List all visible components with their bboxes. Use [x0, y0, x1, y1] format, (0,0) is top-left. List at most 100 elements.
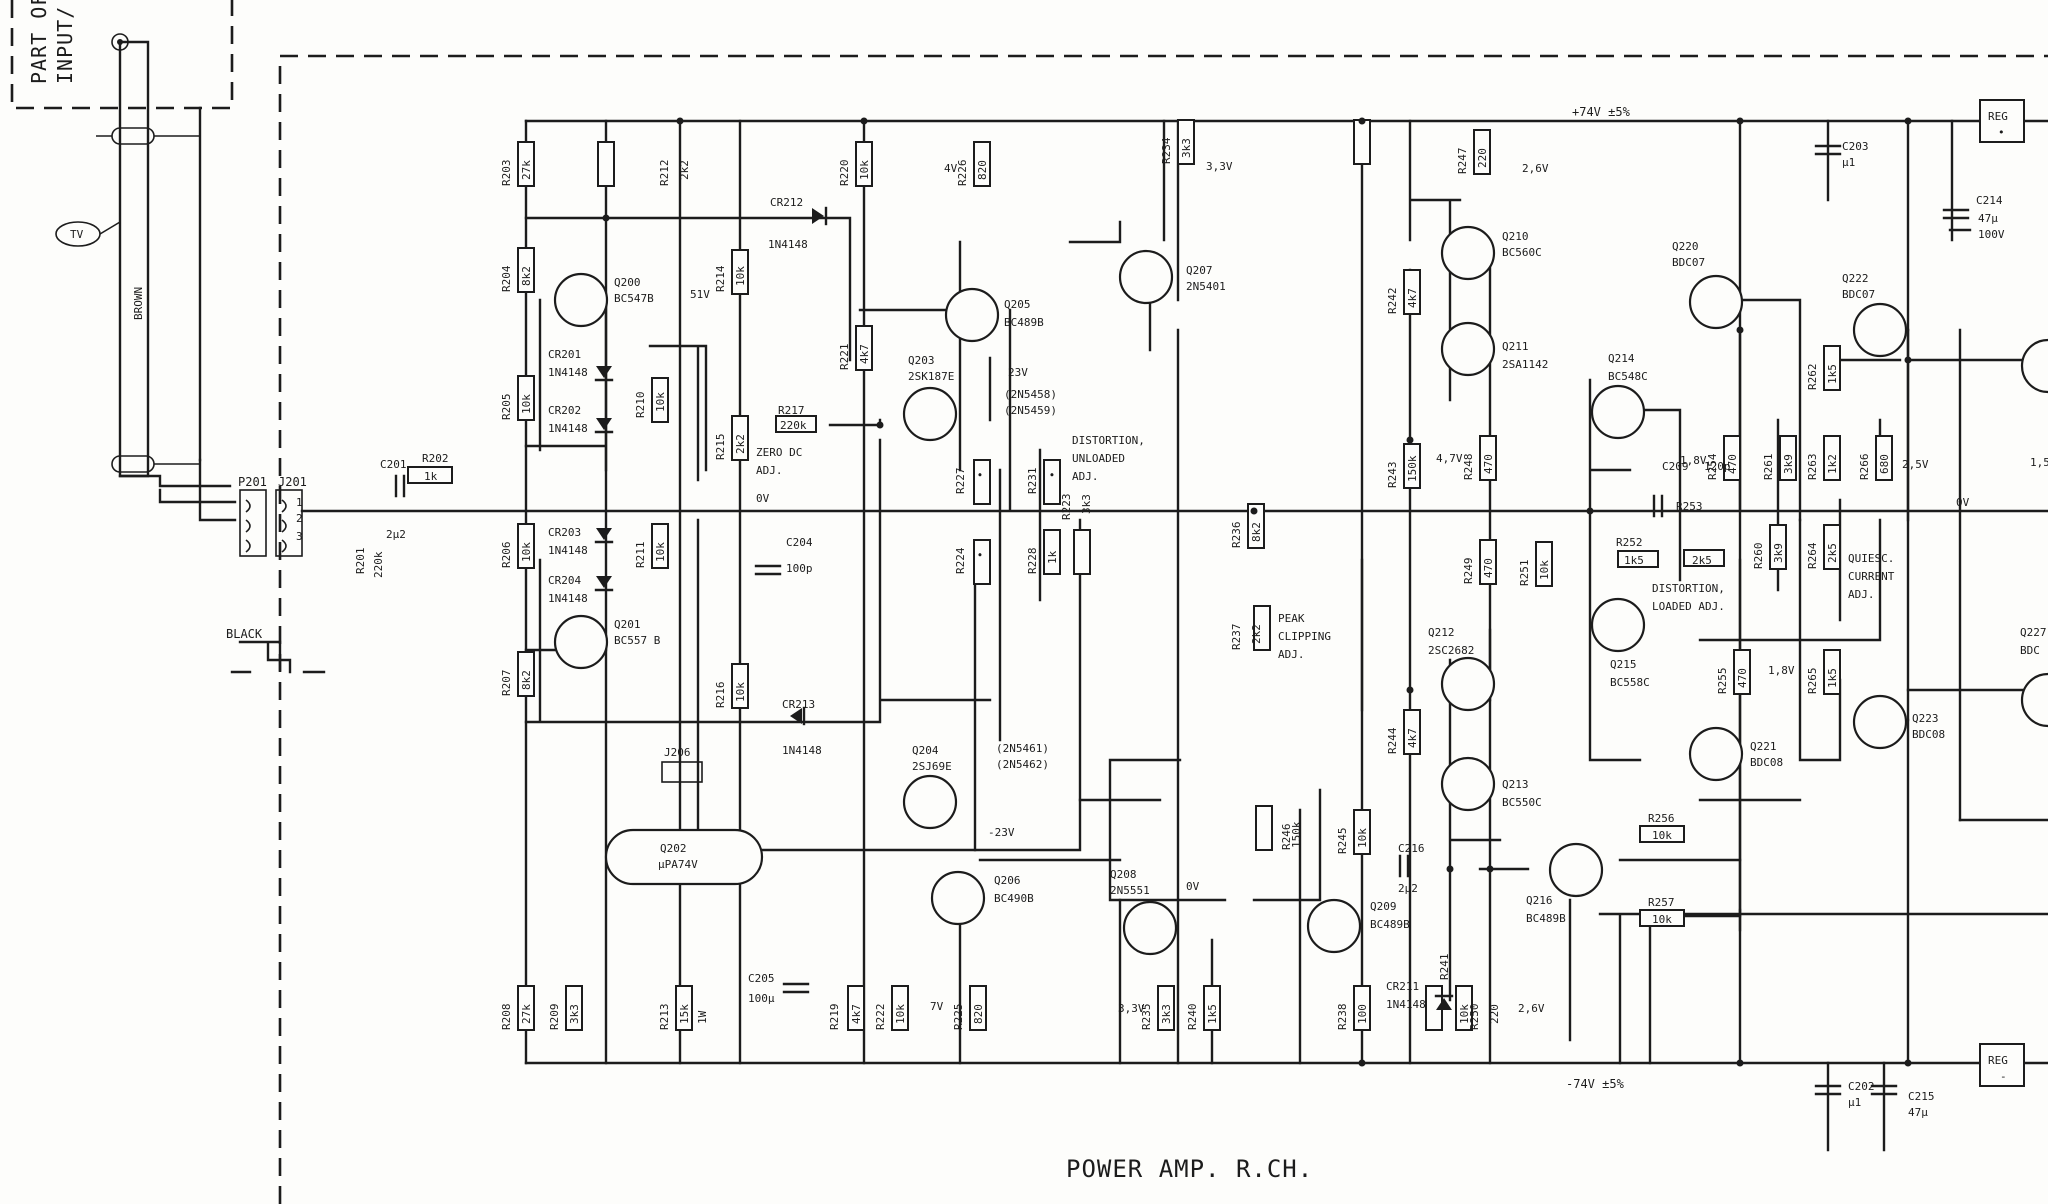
svg-text:R240: R240: [1186, 1004, 1199, 1031]
svg-text:R264: R264: [1806, 542, 1819, 569]
svg-text:Q221: Q221: [1750, 740, 1777, 753]
svg-text:10k: 10k: [858, 160, 871, 180]
svg-text:DISTORTION,: DISTORTION,: [1652, 582, 1725, 595]
svg-text:CR213: CR213: [782, 698, 815, 711]
svg-text:10k: 10k: [1652, 913, 1672, 926]
reg-negative: REG-: [1979, 1043, 2025, 1087]
svg-text:TV: TV: [70, 228, 84, 241]
svg-text:R210: R210: [634, 392, 647, 419]
svg-text:Q212: Q212: [1428, 626, 1455, 639]
svg-text:R256: R256: [1648, 812, 1675, 825]
svg-text:R246: R246: [1280, 824, 1293, 851]
svg-text:820: 820: [972, 1004, 985, 1024]
svg-text:R255: R255: [1716, 668, 1729, 695]
svg-text:C204: C204: [786, 536, 813, 549]
svg-text:100µ: 100µ: [748, 992, 775, 1005]
resistor-labels: R203 27k R204 8k2 R205 10k R206 10k R207…: [354, 137, 1891, 1030]
svg-text:150k: 150k: [1290, 821, 1303, 848]
pin-1-label: 1: [296, 496, 303, 509]
tv-marker: TV: [55, 221, 121, 247]
diode-bodies: [594, 206, 1454, 1010]
svg-text:R206: R206: [500, 542, 513, 569]
svg-text:R224: R224: [954, 547, 967, 574]
svg-text:BC548C: BC548C: [1608, 370, 1648, 383]
svg-text:R226: R226: [956, 160, 969, 187]
svg-text:51V: 51V: [690, 288, 710, 301]
svg-text:1k5: 1k5: [1624, 554, 1644, 567]
svg-text:R227: R227: [954, 468, 967, 495]
svg-text:ZERO DC: ZERO DC: [756, 446, 802, 459]
svg-text:REG: REG: [1988, 110, 2008, 123]
svg-text:0V: 0V: [756, 492, 770, 505]
svg-text:Q211: Q211: [1502, 340, 1529, 353]
svg-text:2N5551: 2N5551: [1110, 884, 1150, 897]
svg-text:10k: 10k: [1458, 1004, 1471, 1024]
svg-text:1,5: 1,5: [2030, 456, 2048, 469]
svg-text:BDC07: BDC07: [1842, 288, 1875, 301]
svg-text:2µ2: 2µ2: [1398, 882, 1418, 895]
svg-text:2,6V: 2,6V: [1518, 1002, 1545, 1015]
svg-text:R203: R203: [500, 160, 513, 187]
svg-text:3k3: 3k3: [1160, 1004, 1173, 1024]
svg-text:-23V: -23V: [988, 826, 1015, 839]
svg-text:8k2: 8k2: [520, 266, 533, 286]
svg-text:1N4148: 1N4148: [548, 366, 588, 379]
svg-text:3,3V: 3,3V: [1206, 160, 1233, 173]
svg-text:R222: R222: [874, 1004, 887, 1031]
svg-text:R238: R238: [1336, 1004, 1349, 1031]
svg-text:C205: C205: [748, 972, 775, 985]
svg-text:Q200: Q200: [614, 276, 641, 289]
svg-text:CR202: CR202: [548, 404, 581, 417]
input-board-frame: [10, 0, 234, 110]
svg-text:7V: 7V: [930, 1000, 944, 1013]
svg-text:8k2: 8k2: [520, 670, 533, 690]
black-wire-label: BLACK: [226, 627, 263, 641]
negative-rail-label: -74V ±5%: [1566, 1077, 1625, 1091]
svg-text:4,7V: 4,7V: [1436, 452, 1463, 465]
schematic-title: POWER AMP. R.CH.: [1066, 1155, 1313, 1183]
svg-text:Q203: Q203: [908, 354, 935, 367]
svg-text:R249: R249: [1462, 558, 1475, 585]
svg-text:ADJ.: ADJ.: [1278, 648, 1305, 661]
svg-text:4k7: 4k7: [850, 1004, 863, 1024]
svg-text:REG: REG: [1988, 1054, 2008, 1067]
svg-text:R254: R254: [1706, 453, 1719, 480]
svg-text:Q223: Q223: [1912, 712, 1939, 725]
svg-text:10k: 10k: [1356, 828, 1369, 848]
svg-text:C214: C214: [1976, 194, 2003, 207]
p201-label: P201: [238, 475, 267, 489]
svg-text:R228: R228: [1026, 548, 1039, 575]
svg-text:2k2: 2k2: [678, 160, 691, 180]
svg-text:BC489B: BC489B: [1526, 912, 1566, 925]
svg-text:R205: R205: [500, 394, 513, 421]
svg-text:15k: 15k: [678, 1004, 691, 1024]
svg-text:Q213: Q213: [1502, 778, 1529, 791]
svg-text:LOADED ADJ.: LOADED ADJ.: [1652, 600, 1725, 613]
svg-text:Q201: Q201: [614, 618, 641, 631]
svg-text:1N4148: 1N4148: [548, 592, 588, 605]
black-ground-wire: [230, 640, 326, 674]
svg-text:1k: 1k: [424, 470, 438, 483]
svg-text:220k: 220k: [372, 551, 385, 578]
pin-3-label: 3: [296, 530, 303, 543]
svg-text:R244: R244: [1386, 727, 1399, 754]
svg-text:4k7: 4k7: [1406, 288, 1419, 308]
svg-text:R250: R250: [1468, 1004, 1481, 1031]
alt-part-labels: (2N5458) (2N5459) (2N5461) (2N5462): [996, 388, 1057, 771]
svg-text:BC489B: BC489B: [1004, 316, 1044, 329]
svg-text:C209: C209: [1662, 460, 1689, 473]
svg-text:4k7: 4k7: [1406, 728, 1419, 748]
svg-text:10k: 10k: [654, 542, 667, 562]
svg-text:R265: R265: [1806, 668, 1819, 695]
svg-text:10k: 10k: [734, 682, 747, 702]
svg-text:1k: 1k: [1046, 550, 1059, 564]
svg-text:C216: C216: [1398, 842, 1425, 855]
svg-text:BC490B: BC490B: [994, 892, 1034, 905]
svg-text:CURRENT: CURRENT: [1848, 570, 1895, 583]
diode-labels: CR201 1N4148 CR202 1N4148 CR203 1N4148 C…: [548, 196, 1426, 1011]
svg-text:23V: 23V: [1008, 366, 1028, 379]
svg-text:1k5: 1k5: [1826, 668, 1839, 688]
svg-text:R217: R217: [778, 404, 805, 417]
svg-text:C202: C202: [1848, 1080, 1875, 1093]
